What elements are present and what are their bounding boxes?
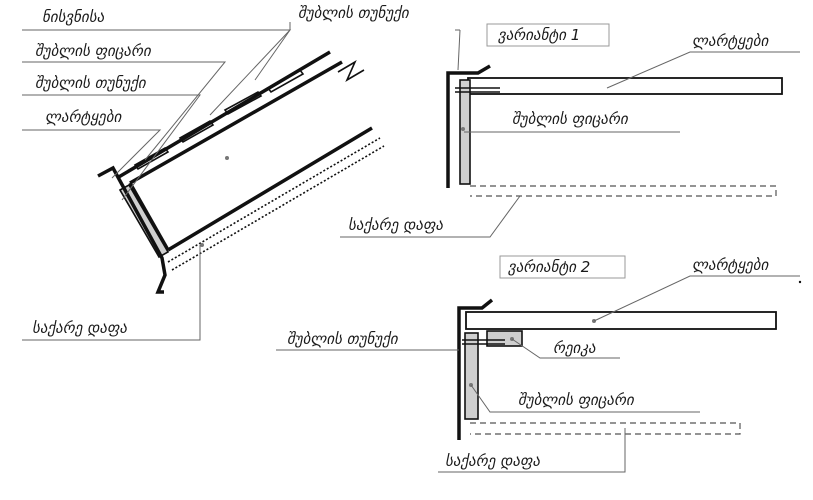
variant-2-frame (499, 255, 626, 279)
label-shublis-pitsari-a: შუბლის ფიცარი (35, 42, 152, 60)
label-shublis-tunuki-c: შუბლის თუნუქი (287, 330, 399, 348)
label-sakare-dapa-c: საქარე დაფა (445, 452, 540, 470)
soffit-v1 (470, 185, 777, 197)
label-shublis-tunuki-b: შუბლის თუნუქი (35, 74, 147, 92)
clip-v1 (455, 87, 500, 93)
label-nisvnisa: ნისვნისა (42, 8, 105, 26)
drip-edge-sloped (97, 165, 167, 294)
label-varianti-2: ვარიანტი 2 (507, 258, 590, 276)
label-shublis-pitsari-c: შუბლის ფიცარი (518, 391, 635, 409)
rafter-outline (116, 50, 373, 252)
rafter-end (128, 182, 170, 251)
battens-sloped (133, 68, 305, 171)
fascia-board-v2 (464, 332, 479, 420)
flashing-v1 (446, 64, 491, 188)
label-shublis-pitsari-b: შუბლის ფიცარი (512, 110, 629, 128)
variant-1-frame (486, 23, 610, 47)
label-lartyebi-a: ლარტყები (45, 108, 122, 126)
reika-block (486, 330, 523, 347)
label-sakare-dapa-a: საქარე დაფა (32, 319, 127, 337)
sloped-eaves-section (97, 50, 385, 294)
break-mark (337, 60, 365, 82)
label-reika: რეიკა (553, 339, 596, 357)
soffit-v2 (470, 422, 741, 435)
label-sakare-dapa-b: საქარე დაფა (348, 216, 443, 234)
left-leaders (22, 22, 292, 341)
variant-2-section (457, 255, 777, 440)
flashing-v2 (457, 298, 494, 440)
batten-v2 (465, 311, 777, 330)
label-varianti-1: ვარიანტი 1 (497, 26, 580, 44)
label-lartyebi-c: ლარტყები (692, 256, 769, 274)
soffit-sloped (167, 137, 385, 271)
clip-v2 (462, 339, 505, 345)
label-lartyebi-b: ლარტყები (692, 32, 769, 50)
label-shublis-tunuki-a: შუბლის თუნუქი (298, 4, 410, 22)
